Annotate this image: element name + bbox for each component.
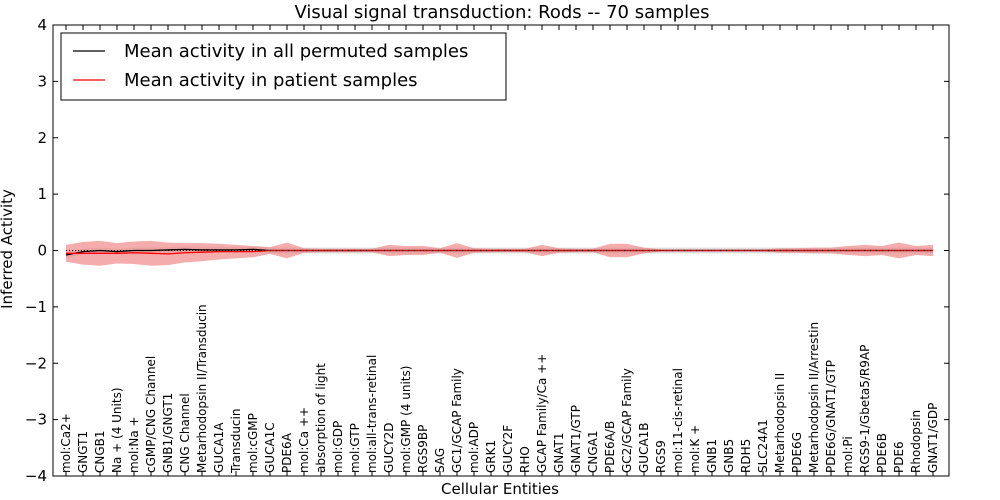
y-axis-label: Inferred Activity <box>0 189 16 309</box>
x-tick-label: mol:11-cis-retinal <box>671 368 685 473</box>
x-tick-label: GC1/GCAP Family <box>450 368 464 473</box>
x-tick-label: GNGT1 <box>76 431 90 473</box>
x-tick-label: Rhodopsin <box>909 410 923 473</box>
x-tick-label: mol:Ca2+ <box>59 413 73 473</box>
y-tick-label: 0 <box>37 242 47 260</box>
confidence-bands <box>66 240 933 266</box>
x-tick-label: Metarhodopsin II/Transducin <box>195 304 209 473</box>
y-tick-label: 4 <box>37 16 47 34</box>
x-tick-label: GNB1/GNGT1 <box>161 393 175 473</box>
x-tick-label: mol:Pi <box>841 436 855 473</box>
x-tick-label: Na + (4 Units) <box>110 387 124 473</box>
x-tick-label: mol:GDP <box>331 421 345 473</box>
x-tick-label: PDE6 <box>892 441 906 473</box>
x-tick-label: GC2/GCAP Family <box>620 368 634 473</box>
x-tick-label: GNAT1/GTP <box>569 405 583 473</box>
x-tick-label: mol:all-trans-retinal <box>365 355 379 473</box>
x-axis-label: Cellular Entities <box>441 480 559 498</box>
x-tick-label: GNAT1/GDP <box>926 403 940 473</box>
x-tick-label: GUCA1B <box>637 422 651 473</box>
x-tick-label: Metarhodopsin II <box>773 373 787 473</box>
x-tick-label: RGS9BP <box>416 425 430 473</box>
y-tick-label: −4 <box>25 467 47 485</box>
x-tick-label: PDE6G/GNAT1/GTP <box>824 360 838 473</box>
x-tick-label: GUCY2F <box>501 425 515 473</box>
patient-band <box>66 240 933 266</box>
legend-label-permuted: Mean activity in all permuted samples <box>124 41 468 62</box>
x-tick-label: RHO <box>518 446 532 473</box>
x-tick-label: GCAP Family/Ca ++ <box>535 354 549 473</box>
x-tick-label: RGS9 <box>654 440 668 473</box>
x-tick-label: PDE6A/B <box>603 421 617 473</box>
y-tick-label: −2 <box>25 354 47 372</box>
legend-label-patient: Mean activity in patient samples <box>124 70 418 91</box>
x-tick-label: GUCA1C <box>263 422 277 473</box>
x-tick-label: mol:ADP <box>467 422 481 473</box>
x-tick-label: CNGA1 <box>586 431 600 474</box>
x-tick-label: GNB1 <box>705 439 719 473</box>
y-tick-label: 1 <box>37 185 47 203</box>
x-tick-label: mol:Ca ++ <box>297 407 311 473</box>
legend: Mean activity in all permuted samplesMea… <box>60 32 507 101</box>
x-tick-label: Metarhodopsin II/Arrestin <box>807 322 821 473</box>
x-tick-label: GNAT1 <box>552 432 566 473</box>
x-tick-label: CNGB1 <box>93 430 107 473</box>
x-tick-label: mol:K + <box>688 425 702 473</box>
x-tick-label: GRK1 <box>484 440 498 473</box>
y-tick-label: −3 <box>25 411 47 429</box>
y-tick-label: 3 <box>37 72 47 90</box>
chart-title: Visual signal transduction: Rods -- 70 s… <box>294 2 709 23</box>
series-lines <box>65 248 933 256</box>
x-tick-label: RGS9-1/Gbeta5/R9AP <box>858 345 872 473</box>
x-tick-label: GUCY2D <box>382 423 396 473</box>
x-tick-label: SAG <box>433 448 447 473</box>
y-axis-ticks: −4 −3 −2 −1 0 1 2 3 4 <box>25 16 949 485</box>
patient-series-line <box>66 249 933 255</box>
x-tick-label: Transducin <box>229 409 243 474</box>
x-tick-label: cGMP/CNG Channel <box>144 356 158 473</box>
x-tick-label: CNG Channel <box>178 393 192 473</box>
x-tick-label: PDE6B <box>875 433 889 473</box>
x-tick-label: PDE6A <box>280 432 294 473</box>
x-tick-label: absorption of light <box>314 363 328 473</box>
legend-box <box>60 32 507 101</box>
x-tick-label: mol:GMP (4 units) <box>399 366 413 473</box>
y-tick-label: 2 <box>37 129 47 147</box>
x-tick-label: mol:cGMP <box>246 413 260 473</box>
plot-frame <box>52 24 950 477</box>
x-tick-label: mol:GTP <box>348 423 362 473</box>
x-tick-label: SLC24A1 <box>756 419 770 473</box>
x-tick-label: mol:Na + <box>127 416 141 473</box>
y-tick-label: −1 <box>25 298 47 316</box>
x-tick-label: RDH5 <box>739 439 753 473</box>
x-tick-label: GUCA1A <box>212 422 226 473</box>
x-tick-label: PDE6G <box>790 432 804 473</box>
x-tick-label: GNB5 <box>722 439 736 473</box>
